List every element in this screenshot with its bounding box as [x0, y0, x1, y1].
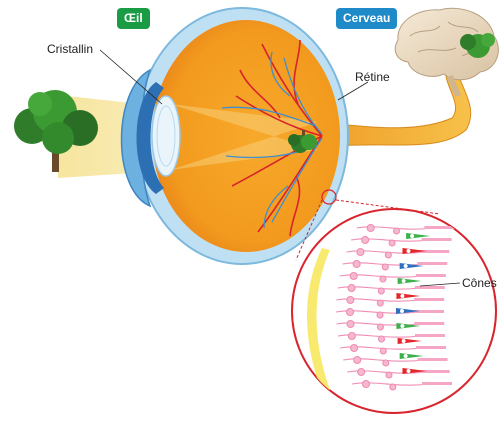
- rod-cell: [424, 226, 454, 229]
- ganglion-cell: [351, 345, 358, 352]
- ganglion-cell: [357, 249, 364, 256]
- rod-cell: [417, 262, 447, 265]
- bipolar-cell: [382, 264, 388, 270]
- rod-cell: [422, 238, 452, 241]
- ganglion-cell: [354, 357, 361, 364]
- bipolar-cell: [380, 276, 386, 282]
- brain-icon: [395, 8, 498, 96]
- ganglion-cell: [358, 369, 365, 376]
- cone-nucleus: [400, 324, 404, 328]
- ganglion-cell: [348, 285, 355, 292]
- bipolar-cell: [386, 372, 392, 378]
- rod-cell: [415, 334, 445, 337]
- ganglion-cell: [347, 297, 354, 304]
- rod-cell: [416, 274, 446, 277]
- bipolar-cell: [380, 348, 386, 354]
- cone-nucleus: [400, 309, 404, 313]
- cone-nucleus: [404, 354, 408, 358]
- bipolar-cell: [383, 360, 389, 366]
- ganglion-cell: [367, 225, 374, 232]
- rod-cell: [422, 382, 452, 385]
- rod-cell: [415, 286, 445, 289]
- bipolar-cell: [377, 312, 383, 318]
- retina-label: Rétine: [355, 70, 390, 84]
- cone-nucleus: [402, 339, 406, 343]
- ganglion-cell: [362, 237, 369, 244]
- cone-nucleus: [402, 279, 406, 283]
- rod-cell: [418, 358, 448, 361]
- bipolar-cell: [390, 384, 396, 390]
- cones-label: Cônes: [462, 276, 497, 290]
- retina-zoom-view: [292, 209, 496, 413]
- cone-nucleus: [404, 264, 408, 268]
- cone-nucleus: [410, 234, 414, 238]
- bipolar-cell: [377, 324, 383, 330]
- ganglion-cell: [353, 261, 360, 268]
- bipolar-cell: [377, 300, 383, 306]
- rod-cell: [414, 310, 444, 313]
- bipolar-cell: [378, 288, 384, 294]
- bipolar-cell: [394, 228, 400, 234]
- rod-cell: [420, 370, 450, 373]
- rod-cell: [414, 298, 444, 301]
- cone-nucleus: [400, 294, 404, 298]
- rod-cell: [414, 322, 444, 325]
- eye-badge: Œil: [117, 8, 150, 29]
- cone-nucleus: [406, 369, 410, 373]
- lens-label: Cristallin: [47, 42, 93, 56]
- ganglion-cell: [347, 309, 354, 316]
- bipolar-cell: [389, 240, 395, 246]
- ganglion-cell: [348, 333, 355, 340]
- bipolar-cell: [385, 252, 391, 258]
- rod-cell: [419, 250, 449, 253]
- ganglion-cell: [350, 273, 357, 280]
- rod-cell: [416, 346, 446, 349]
- cone-nucleus: [406, 249, 410, 253]
- ganglion-cell: [362, 381, 369, 388]
- lens: [152, 96, 180, 176]
- bipolar-cell: [379, 336, 385, 342]
- retina-pointer: [338, 82, 368, 100]
- brain-badge: Cerveau: [336, 8, 397, 29]
- ganglion-cell: [347, 321, 354, 328]
